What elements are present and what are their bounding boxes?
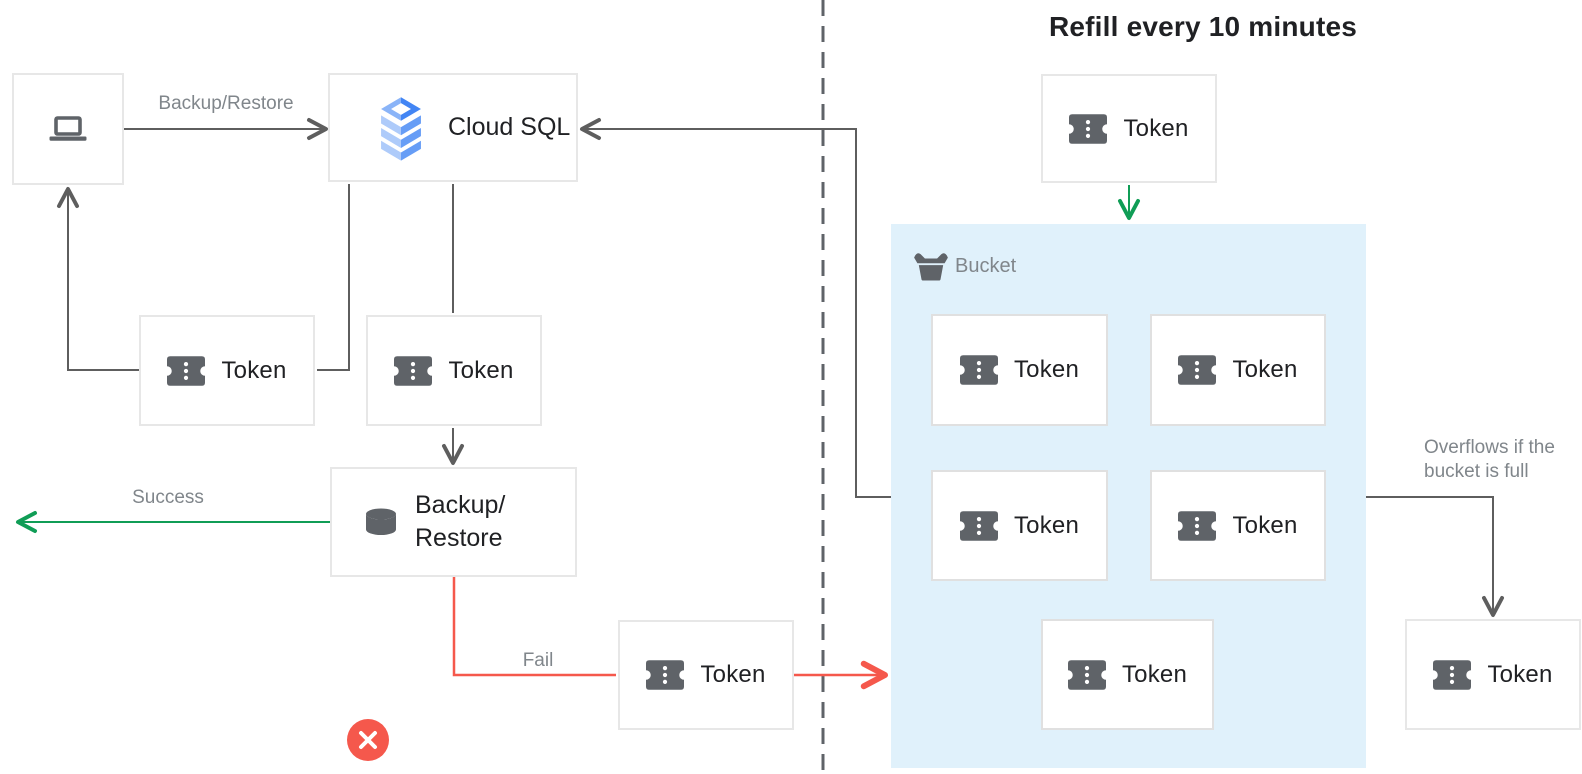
token-icon <box>959 510 998 541</box>
token-label: Token <box>1121 660 1188 688</box>
token-label: Token <box>448 356 514 384</box>
token-node-consumed: Token <box>366 315 542 426</box>
backup-restore-line2: Restore <box>415 524 503 552</box>
token-node-returned: Token <box>139 315 389 761</box>
token-icon <box>1433 659 1472 690</box>
laptop-icon <box>49 116 87 142</box>
edge-cloudsql-to-returned-token <box>317 184 350 371</box>
fail-edge-label: Fail <box>522 650 554 671</box>
token-label: Token <box>1123 114 1189 142</box>
token-label: Token <box>1232 511 1298 539</box>
edge-returned-token-to-client <box>57 187 139 371</box>
token-label: Token <box>1013 356 1080 383</box>
token-icon <box>1067 659 1106 690</box>
database-icon <box>362 508 400 536</box>
token-icon <box>646 660 685 690</box>
token-icon <box>167 355 206 386</box>
backup-restore-label: Backup/ Restore <box>415 489 505 555</box>
bucket-token-2: Token <box>1150 314 1326 426</box>
cloud-sql-node: Cloud SQL <box>328 73 578 182</box>
bucket-label: Bucket <box>955 255 1017 277</box>
client-node <box>12 73 124 185</box>
token-label: Token <box>1487 660 1553 688</box>
bucket-token-1: Token <box>931 314 1108 426</box>
request-edge-label: Backup/Restore <box>158 93 294 114</box>
token-node-refill: Token <box>1041 74 1217 183</box>
overflow-label-line2: bucket is full <box>1424 461 1529 482</box>
bucket-icon <box>913 251 949 281</box>
token-icon <box>959 355 998 385</box>
token-icon <box>1178 510 1217 541</box>
bucket-token-3: Token <box>931 470 1108 581</box>
token-label: Token <box>221 356 287 384</box>
refill-title: Refill every 10 minutes <box>1048 11 1358 42</box>
token-label: Token <box>1232 356 1298 383</box>
token-icon <box>1069 113 1108 144</box>
edge-bucket-to-cloudsql <box>580 118 891 498</box>
edge-bucket-overflow <box>1366 496 1504 617</box>
token-icon <box>394 355 433 386</box>
overflow-label-line1: Overflows if the <box>1424 437 1555 458</box>
overflow-edge-label: Overflows if the bucket is full <box>1424 436 1555 484</box>
backup-restore-line1: Backup/ <box>415 491 506 519</box>
token-label: Token <box>700 661 766 688</box>
bucket-token-5: Token <box>1041 619 1214 730</box>
rejected-x-badge <box>347 719 389 761</box>
token-node-failed: Token <box>618 620 794 730</box>
success-edge-label: Success <box>132 487 204 508</box>
backup-restore-node: Backup/ Restore <box>330 467 577 577</box>
cloud-sql-label: Cloud SQL <box>448 113 571 141</box>
cloud-sql-icon <box>372 95 430 161</box>
bucket-container: Bucket Token Token Token Token <box>891 224 1366 768</box>
token-icon <box>1178 355 1217 385</box>
token-label: Token <box>1013 511 1080 539</box>
token-node-overflow: Token <box>1405 619 1581 730</box>
bucket-token-4: Token <box>1150 470 1326 581</box>
